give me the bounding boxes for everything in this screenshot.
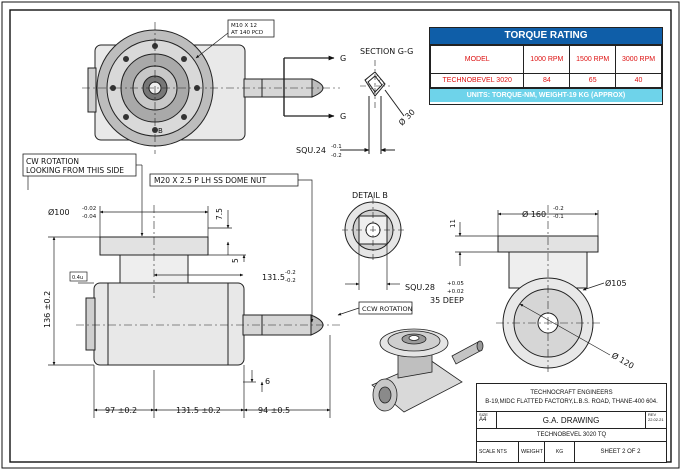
sheet-border-inner: [9, 9, 672, 463]
squ24-tol-up: -0.1: [331, 144, 342, 150]
dim-d100-tol-dn: -0.04: [82, 214, 97, 220]
g-label-bottom: G: [340, 112, 346, 121]
b-mark: B: [158, 127, 163, 135]
dim-d94: 94 ±0.5: [258, 406, 290, 415]
part-name: TECHNOBEVEL 3020 TQ: [536, 432, 607, 438]
torque-data-row: TECHNOBEVEL 3020 84 65 40: [429, 73, 662, 88]
dim-d6: 6: [265, 377, 270, 386]
title-drawing-row: SIZE A4 G.A. DRAWING REV 22.02.21: [477, 412, 666, 429]
title-company: TECHNOCRAFT ENGINEERS B-19,MIDC FLATTED …: [477, 384, 666, 412]
front-dimensions: [48, 206, 331, 418]
flat-label: 0.4u: [72, 275, 83, 281]
front-view: [76, 205, 342, 366]
dim-d131-right-tol-dn: -0.2: [285, 278, 296, 284]
rev-cell: REV 22.02.21: [646, 412, 666, 428]
torque-header-model: MODEL: [429, 45, 525, 74]
drawing-title-cell: G.A. DRAWING: [497, 412, 646, 428]
dim-d11: 11: [449, 219, 457, 228]
torque-1000-cell: 84: [523, 73, 571, 88]
cw-note-1: CW ROTATION: [26, 157, 79, 166]
weight-unit: KG: [555, 449, 564, 455]
dim-d120: Ø 120: [610, 350, 636, 371]
torque-rating-title: TORQUE RATING: [430, 28, 662, 45]
scale-cell: SCALE NTS: [477, 442, 519, 462]
torque-units: UNITS: TORQUE-NM, WEIGHT-19 KG (APPROX): [430, 88, 662, 102]
weight-label: WEIGHT: [521, 449, 543, 455]
dim-d5: 5: [231, 258, 240, 263]
flat-box: [69, 271, 88, 282]
cw-note-2: LOOKING FROM THIS SIDE: [26, 166, 124, 175]
drawing-title: G.A. DRAWING: [542, 415, 600, 425]
torque-3000-cell: 40: [615, 73, 662, 88]
torque-1500-cell: 65: [569, 73, 617, 88]
g-label-top: G: [340, 54, 346, 63]
torque-rating-table: TORQUE RATING MODEL 1000 RPM 1500 RPM 30…: [429, 27, 663, 105]
size-value: A4: [479, 417, 487, 423]
dim-d105: Ø105: [605, 278, 627, 288]
company-name: TECHNOCRAFT ENGINEERS: [530, 389, 613, 396]
m10-leader: [195, 32, 229, 59]
isometric-view: [371, 328, 484, 413]
dim-d136: 136 ±0.2: [43, 291, 52, 328]
top-view: [82, 22, 340, 154]
dim-d160: Ø 160: [522, 209, 546, 219]
torque-model-cell: TECHNOBEVEL 3020: [429, 73, 525, 88]
dim-d131-right: 131.5: [262, 273, 285, 282]
torque-header-3000: 3000 RPM: [615, 45, 662, 74]
title-block: TECHNOCRAFT ENGINEERS B-19,MIDC FLATTED …: [476, 383, 667, 463]
weight-unit-cell: KG: [545, 442, 575, 462]
torque-header-1500: 1500 RPM: [569, 45, 617, 74]
size-cell: SIZE A4: [477, 412, 497, 428]
rev-label: REV: [648, 412, 657, 417]
section-gg-view: [340, 60, 405, 154]
squ28-tol-up: +0.05: [447, 281, 464, 287]
side-view: [455, 205, 611, 372]
squ28-label: SQU.28: [405, 283, 435, 292]
ccw-leader: [337, 307, 360, 316]
dim-d160-tol-up: -0.2: [553, 206, 564, 212]
size-label: SIZE: [479, 412, 488, 417]
dim-d131-bottom: 131.5 ±0.2: [176, 406, 221, 415]
section-gg-label: SECTION G-G: [360, 47, 413, 56]
m10-callout: M10 X 12: [231, 23, 257, 29]
m10-callout-box: [227, 19, 275, 38]
part-row: TECHNOBEVEL 3020 TQ: [477, 429, 666, 442]
dim-d131-right-tol-up: -0.2: [285, 270, 296, 276]
squ28-tol-dn: +0.02: [447, 289, 464, 295]
detail-b-view: [342, 198, 404, 290]
dim-d160-tol-dn: -0.1: [553, 214, 564, 220]
title-bottom-row: SCALE NTS WEIGHT KG SHEET 2 OF 2: [477, 442, 666, 462]
squ24-tol-dn: -0.2: [331, 153, 342, 159]
dim-d100-tol-up: -0.02: [82, 206, 96, 212]
rev-value: 22.02.21: [648, 417, 664, 422]
torque-header-1000: 1000 RPM: [523, 45, 571, 74]
dome-nut-leader: [298, 179, 314, 323]
ccw-label: CCW ROTATION: [362, 305, 413, 313]
detail-b-label: DETAIL B: [352, 191, 388, 200]
company-address: B-19,MIDC FLATTED FACTORY,L.B.S. ROAD, T…: [485, 398, 658, 405]
sheet-value: SHEET 2 OF 2: [600, 449, 641, 455]
dim-d97: 97 ±0.2: [105, 406, 137, 415]
dome-nut-label: M20 X 2.5 P LH SS DOME NUT: [154, 176, 267, 185]
torque-table-grid: MODEL 1000 RPM 1500 RPM 3000 RPM TECHNOB…: [429, 45, 662, 88]
dim-d75: 7.5: [215, 208, 224, 220]
squ24-label: SQU.24: [296, 146, 326, 155]
torque-header-row: MODEL 1000 RPM 1500 RPM 3000 RPM: [429, 45, 662, 74]
deep35-label: 35 DEEP: [430, 296, 464, 305]
weight-label-cell: WEIGHT: [519, 442, 545, 462]
scale-value: SCALE NTS: [479, 449, 507, 455]
sheet-cell: SHEET 2 OF 2: [575, 449, 666, 455]
dim-d100: Ø100: [48, 207, 70, 217]
m10-callout-2: AT 140 PCD: [231, 30, 263, 36]
